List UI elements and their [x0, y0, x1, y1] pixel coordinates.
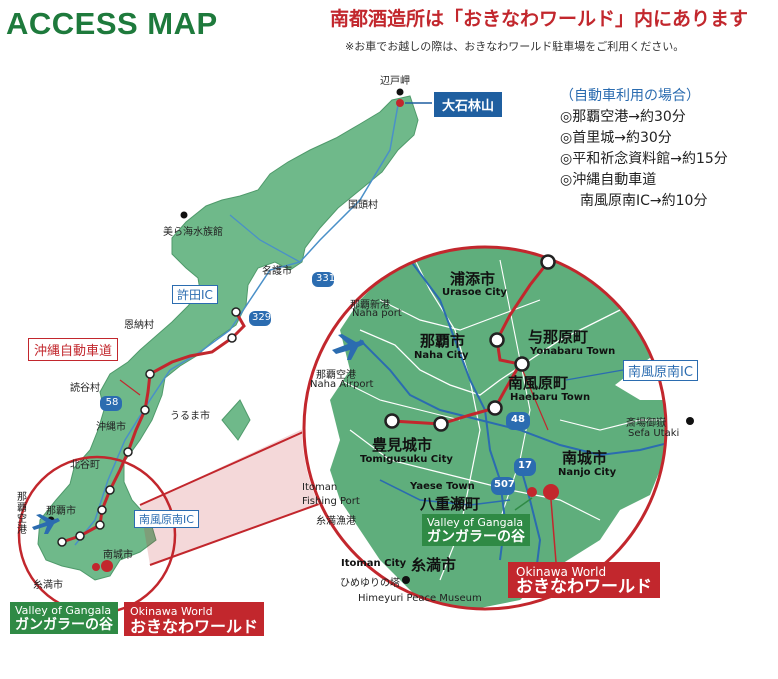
route-17-label: 17 [518, 460, 532, 471]
okinawa-world-en: Okinawa World [516, 565, 607, 579]
page-title: ACCESS MAP [6, 6, 218, 41]
okinawa-world-ja: おきなわワールド [130, 617, 259, 636]
label-chatan: 北谷町 [70, 460, 100, 471]
ic-haebaru-main: 南風原南IC [134, 510, 199, 528]
route-329-label: 329 [252, 312, 272, 323]
label-churaumi: 美ら海水族館 [163, 227, 223, 238]
gangala-ja: ガンガラーの谷 [427, 529, 525, 545]
inset-itoman-ja: 糸満市 [411, 556, 457, 574]
inset-himeyuri-en: Himeyuri Peace Museum [358, 593, 482, 604]
route-shield-507 [491, 477, 515, 495]
inset-nanjo-en: Nanjo City [558, 467, 617, 478]
label-hedo: 辺戸岬 [380, 76, 410, 87]
route-shield-331 [312, 272, 334, 287]
inset-naha-en: Naha City [414, 350, 469, 361]
route-shield-48 [506, 412, 530, 430]
inset-himeyuri-ja: ひめゆりの塔 [340, 578, 400, 589]
parking-note: ※お車でお越しの際は、おきなわワールド駐車場をご利用ください。 [345, 40, 685, 53]
daisekirinzan-tag: 大石林山 [434, 92, 503, 117]
ic-kyoda: 許田IC [172, 285, 218, 304]
inset-airport-en: Naha Airport [310, 379, 374, 390]
label-uruma: うるま市 [170, 411, 210, 422]
label-yomitan: 読谷村 [70, 383, 100, 394]
inset-naha-ja: 那覇市 [420, 332, 466, 350]
drive-item: ◎平和祈念資料館→約15分 [560, 151, 728, 167]
route-shield-58 [100, 396, 122, 411]
label-naha-airport: 那覇空港 [17, 492, 27, 536]
inset-naha-port-en: Naha port [352, 308, 402, 319]
inset-itoman-port-en2: Fishing Port [302, 496, 360, 507]
inset-itoman-port-ja: 糸満漁港 [316, 516, 356, 527]
ic-haebaru-inset: 南風原南IC [623, 360, 698, 381]
label-naha: 那覇市 [46, 506, 76, 517]
inset-itoman-en: Itoman City [341, 558, 407, 569]
okinawa-world-en: Okinawa World [130, 605, 213, 618]
expressway-label: 沖縄自動車道 [28, 338, 119, 361]
inset-tomigusuku-en: Tomigusuku City [360, 454, 453, 465]
label-itoman: 糸満市 [33, 580, 63, 591]
gangala-en: Valley of Gangala [15, 604, 112, 617]
inset-yaese-en: Yaese Town [410, 481, 475, 492]
label-nanjo: 南城市 [103, 550, 133, 561]
gangala-ja: ガンガラーの谷 [15, 617, 113, 633]
inset-nanjo-ja: 南城市 [562, 449, 608, 467]
inset-tomigusuku-ja: 豊見城市 [372, 436, 433, 454]
inset-naha-port-ja: 那覇新港 [350, 300, 390, 311]
inset-yonabaru-ja: 与那原町 [528, 328, 589, 346]
inset-urasoe-ja: 浦添市 [450, 270, 496, 288]
route-331-label: 331 [316, 273, 336, 284]
inset-itoman-port-en1: Itoman [302, 482, 338, 493]
okinawa-world-tag-main: Okinawa World おきなわワールド [124, 602, 265, 636]
okinawa-world-tag-inset: Okinawa World おきなわワールド [508, 562, 660, 598]
inset-sefa-ja: 斎場御嶽 [626, 418, 666, 429]
inset-yaese-ja: 八重瀬町 [420, 495, 481, 513]
drive-item-last: 南風原南IC→約10分 [580, 193, 708, 209]
drive-item: ◎首里城→約30分 [560, 130, 672, 146]
label-onna: 恩納村 [124, 320, 154, 331]
drive-heading: （自動車利用の場合） [560, 88, 700, 104]
label-okinawa-city: 沖縄市 [96, 422, 126, 433]
drive-item: ◎那覇空港→約30分 [560, 109, 686, 125]
drive-times: （自動車利用の場合） ◎那覇空港→約30分 ◎首里城→約30分 ◎平和祈念資料館… [560, 86, 728, 212]
okinawa-island-shape [37, 95, 419, 581]
label-nago: 名護市 [262, 266, 292, 277]
headline: 南都酒造所は「おきなわワールド」内にあります [330, 8, 749, 30]
inset-haebaru-ja: 南風原町 [508, 374, 569, 392]
inset-airport-ja: 那覇空港 [316, 370, 356, 381]
drive-item: ◎沖縄自動車道 [560, 172, 657, 188]
inset-urasoe-en: Urasoe City [442, 287, 507, 298]
route-shield-329 [249, 311, 271, 326]
gangala-tag-main: Valley of Gangala ガンガラーの谷 [10, 602, 118, 634]
inset-haebaru-en: Haebaru Town [510, 392, 591, 403]
gangala-tag-inset: Valley of Gangala ガンガラーの谷 [422, 514, 530, 546]
okinawa-world-ja: おきなわワールド [516, 577, 652, 597]
route-58-label: 58 [105, 397, 119, 408]
inset-sefa-en: Sefa Utaki [628, 428, 680, 439]
route-507-label: 507 [494, 479, 515, 490]
route-48-label: 48 [511, 414, 525, 425]
label-kunigami: 国頭村 [348, 200, 378, 211]
gangala-en: Valley of Gangala [427, 516, 524, 529]
inset-yonabaru-en: Yonabaru Town [530, 346, 616, 357]
route-shield-17 [514, 458, 536, 476]
